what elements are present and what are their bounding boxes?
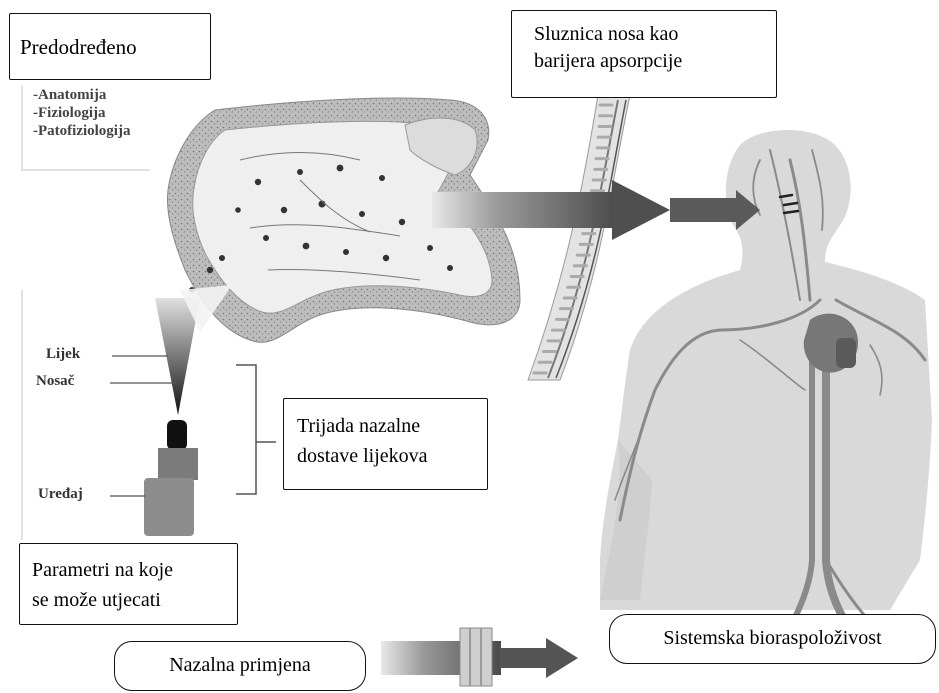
predetermined-title: Predodređeno: [20, 35, 137, 59]
heart-illustration: [804, 314, 858, 373]
predetermined-bracket: [22, 85, 150, 540]
nasal-application-label: Nazalna primjena: [169, 654, 311, 676]
predetermined-item: -Patofiziologija: [33, 122, 130, 140]
delivery-triad-line1: Trijada nazalne: [297, 411, 487, 441]
nasal-application-box: Nazalna primjena: [114, 641, 366, 691]
systemic-bioavailability-label: Sistemska bioraspoloživost: [663, 627, 881, 649]
modifiable-parameters-line1: Parametri na koje: [32, 555, 237, 585]
drug-label: Lijek: [46, 346, 80, 363]
predetermined-box: Predodređeno: [9, 13, 211, 80]
mucosa-barrier-line2: barijera apsorpcije: [534, 48, 776, 75]
mucosa-barrier-box: Sluznica nosa kao barijera apsorpcije: [511, 10, 777, 98]
predetermined-item: -Anatomija: [33, 86, 130, 104]
modifiable-parameters-line2: se može utjecati: [32, 585, 237, 615]
carrier-label: Nosač: [36, 373, 74, 390]
delivery-triad-line2: dostave lijekova: [297, 441, 487, 471]
systemic-bioavailability-box: Sistemska bioraspoloživost: [609, 614, 936, 664]
mucosa-barrier-line1: Sluznica nosa kao: [534, 21, 776, 48]
modifiable-parameters-box: Parametri na koje se može utjecati: [19, 543, 238, 625]
device-label: Uređaj: [38, 486, 83, 503]
predetermined-item: -Fiziologija: [33, 104, 130, 122]
delivery-triad-box: Trijada nazalne dostave lijekova: [283, 398, 488, 490]
spray-bottle-illustration: [144, 420, 198, 536]
bottom-arrow: [381, 628, 578, 686]
predetermined-list: -Anatomija -Fiziologija -Patofiziologija: [33, 86, 130, 140]
triad-bracket: [236, 365, 276, 494]
